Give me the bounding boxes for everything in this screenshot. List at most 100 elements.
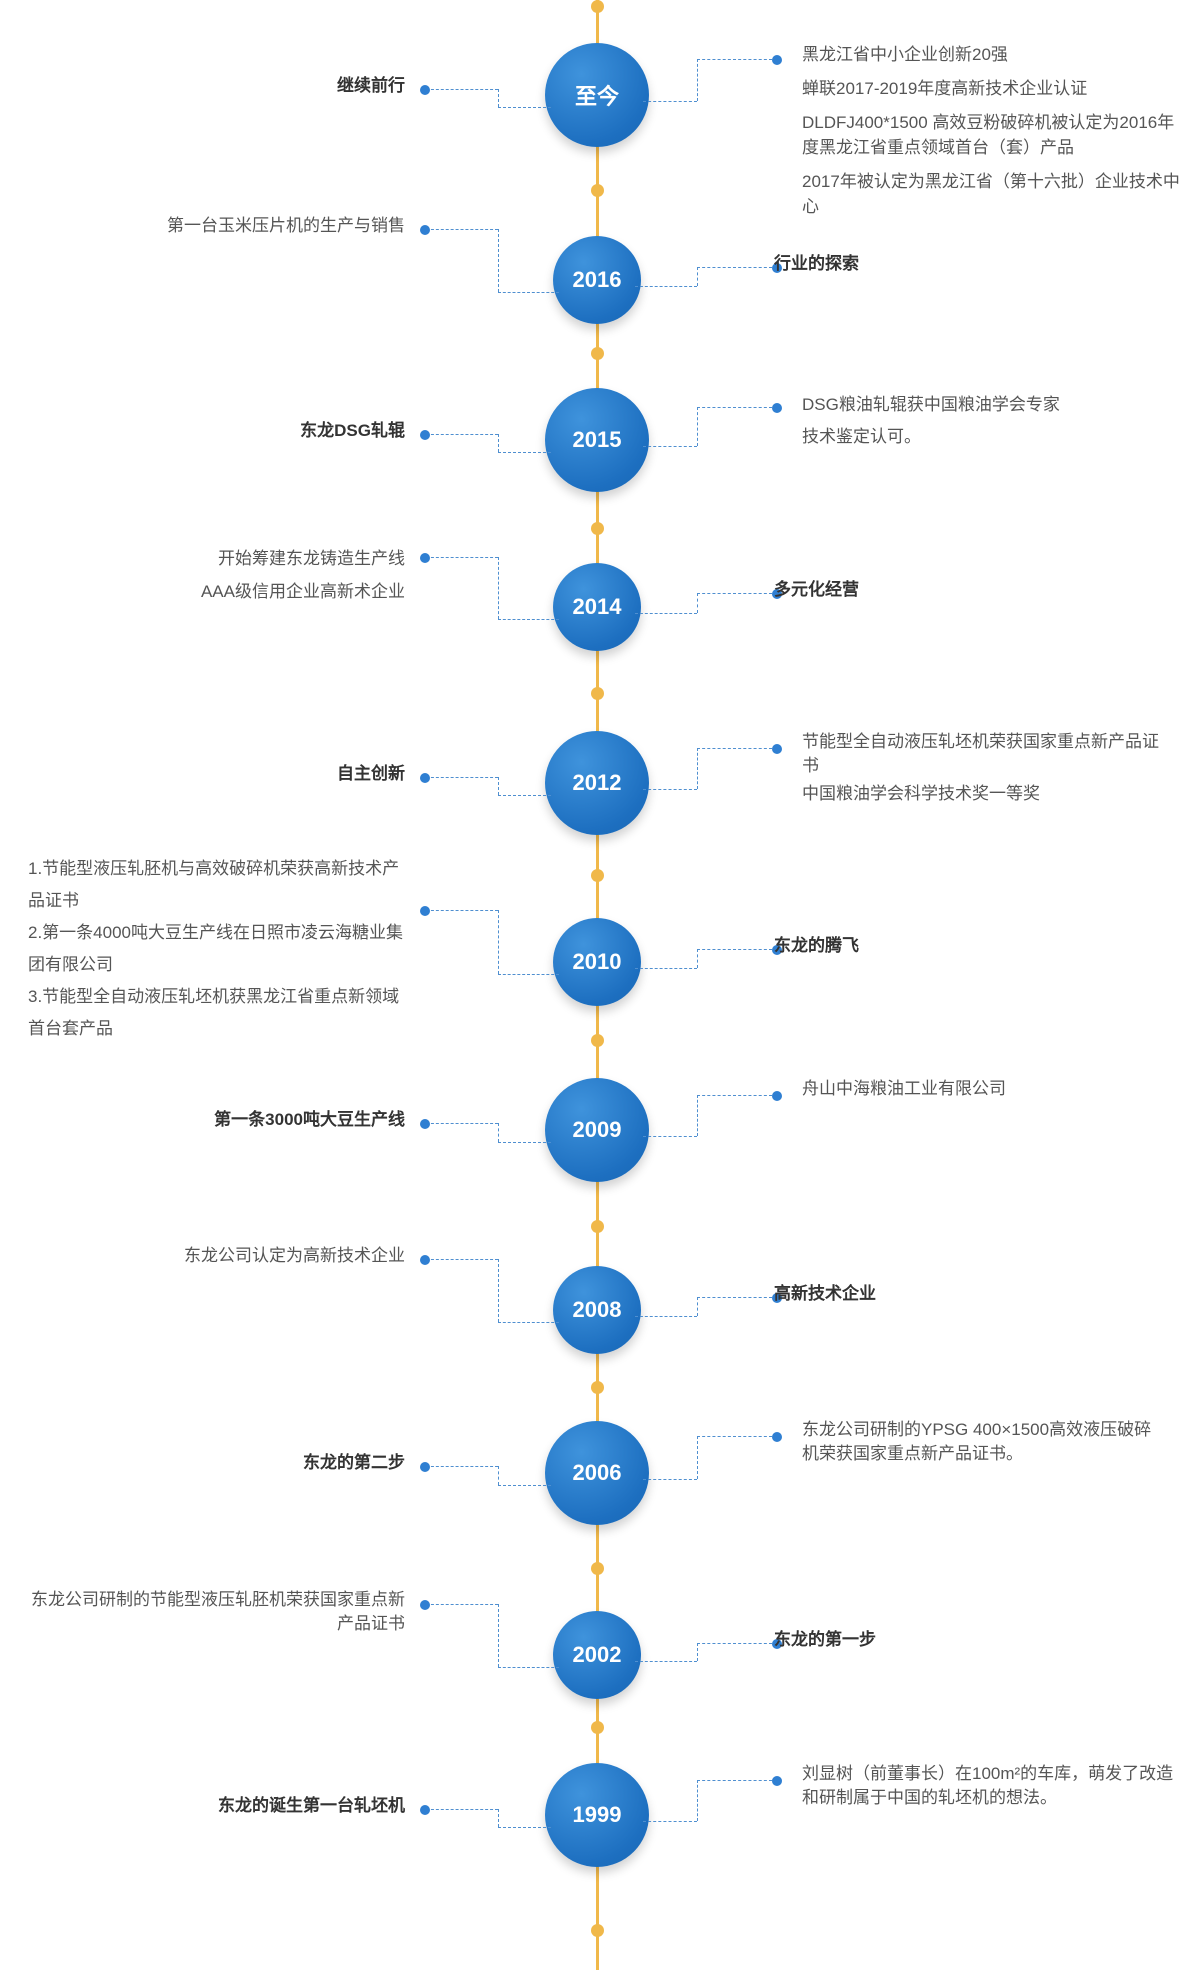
event-line: 2.第一条4000吨大豆生产线在日照市凌云海糖业集团有限公司	[28, 923, 403, 974]
event-line: 中国粮油学会科学技术奖一等奖	[802, 784, 1040, 803]
right-connector	[635, 1661, 697, 1662]
right-connector	[697, 59, 772, 60]
event-line: 舟山中海粮油工业有限公司	[802, 1079, 1006, 1098]
right-connector	[635, 1316, 697, 1317]
left-connector	[498, 1809, 499, 1827]
right-bullet	[772, 1091, 782, 1101]
year-circle: 2009	[545, 1078, 649, 1182]
left-event-text: 第一条3000吨大豆生产线	[20, 1108, 405, 1132]
left-connector	[498, 1827, 551, 1828]
year-circle: 2012	[545, 731, 649, 835]
left-event-text: 东龙的诞生第一台轧坯机	[20, 1794, 405, 1818]
left-connector	[498, 1259, 499, 1322]
right-connector	[697, 949, 772, 950]
left-connector	[498, 434, 499, 452]
left-bullet	[420, 773, 430, 783]
event-line: 3.节能型全自动液压轧坯机获黑龙江省重点新领域首台套产品	[28, 987, 400, 1038]
timeline-dot	[591, 1721, 604, 1734]
left-connector	[498, 1123, 499, 1142]
left-connector	[498, 292, 559, 293]
year-circle: 2010	[553, 918, 641, 1006]
timeline-dot	[591, 1220, 604, 1233]
left-event-text: 东龙DSG轧辊	[20, 419, 405, 443]
timeline-dot	[591, 869, 604, 882]
timeline-dot	[591, 687, 604, 700]
left-connector	[498, 1485, 551, 1486]
event-line: 高新技术企业	[774, 1284, 876, 1303]
event-line: 多元化经营	[774, 580, 859, 599]
event-line: 节能型全自动液压轧坯机荣获国家重点新产品证书	[802, 732, 1159, 775]
left-event-text: 第一台玉米压片机的生产与销售	[20, 214, 405, 238]
left-connector	[498, 974, 559, 975]
right-bullet	[772, 403, 782, 413]
event-line: 第一台玉米压片机的生产与销售	[167, 216, 405, 235]
left-connector	[498, 107, 551, 108]
right-connector	[643, 1479, 697, 1480]
right-bullet	[772, 1639, 782, 1649]
event-line: DLDFJ400*1500 高效豆粉破碎机被认定为2016年度黑龙江省重点领域首…	[802, 113, 1175, 157]
right-connector	[697, 407, 698, 446]
event-line: 自主创新	[337, 764, 405, 783]
left-event-text: 东龙的第二步	[20, 1451, 405, 1475]
year-circle: 1999	[545, 1763, 649, 1867]
right-bullet	[772, 1293, 782, 1303]
timeline-dot	[591, 347, 604, 360]
event-line: AAA级信用企业高新术企业	[200, 582, 405, 601]
left-connector	[498, 1322, 559, 1323]
event-line: 2017年被认定为黑龙江省（第十六批）企业技术中心	[802, 172, 1180, 216]
left-event-text: 自主创新	[20, 762, 405, 786]
right-connector	[643, 1136, 697, 1137]
event-line: 继续前行	[337, 76, 405, 95]
right-event-text: 高新技术企业	[774, 1282, 1074, 1306]
left-event-text: 东龙公司认定为高新技术企业	[20, 1244, 405, 1268]
left-connector	[498, 1604, 499, 1667]
left-bullet	[420, 1600, 430, 1610]
left-bullet	[420, 85, 430, 95]
right-bullet	[772, 945, 782, 955]
right-connector	[697, 267, 698, 286]
event-line: 第一条3000吨大豆生产线	[214, 1110, 405, 1129]
left-bullet	[420, 225, 430, 235]
year-circle: 2014	[553, 563, 641, 651]
event-line: 蝉联2017-2019年度高新技术企业认证	[802, 79, 1088, 98]
right-bullet	[772, 263, 782, 273]
left-connector	[498, 557, 499, 619]
right-bullet	[772, 55, 782, 65]
right-connector	[697, 1297, 772, 1298]
right-event-text: 刘显树（前董事长）在100m²的车库，萌发了改造和研制属于中国的轧坯机的想法。	[802, 1762, 1182, 1810]
year-circle: 2015	[545, 388, 649, 492]
year-circle: 2002	[553, 1611, 641, 1699]
right-connector	[643, 446, 697, 447]
right-connector	[697, 1643, 772, 1644]
right-event-text: 多元化经营	[774, 578, 1074, 602]
event-line: 东龙的第一步	[774, 1630, 876, 1649]
right-event-text: DSG粮油轧辊获中国粮油学会专家技术鉴定认可。	[802, 389, 1182, 453]
right-connector	[697, 1780, 772, 1781]
left-connector	[498, 452, 551, 453]
event-line: 行业的探索	[774, 254, 859, 273]
event-line: 东龙公司研制的YPSG 400×1500高效液压破碎机荣获国家重点新产品证书。	[802, 1420, 1152, 1463]
right-connector	[643, 789, 697, 790]
left-connector	[498, 777, 499, 795]
timeline-dot	[591, 184, 604, 197]
left-event-text: 继续前行	[20, 74, 405, 98]
timeline-dot	[591, 1034, 604, 1047]
right-connector	[635, 286, 697, 287]
left-connector	[426, 910, 498, 911]
right-connector	[697, 748, 698, 789]
right-connector	[697, 1436, 698, 1479]
right-bullet	[772, 589, 782, 599]
left-bullet	[420, 430, 430, 440]
timeline-dot	[591, 1381, 604, 1394]
left-connector	[426, 1123, 498, 1124]
right-connector	[697, 1095, 698, 1136]
right-connector	[697, 748, 772, 749]
timeline-dot	[591, 1562, 604, 1575]
left-bullet	[420, 1805, 430, 1815]
timeline-dot	[591, 522, 604, 535]
left-bullet	[420, 553, 430, 563]
left-connector	[498, 1466, 499, 1485]
